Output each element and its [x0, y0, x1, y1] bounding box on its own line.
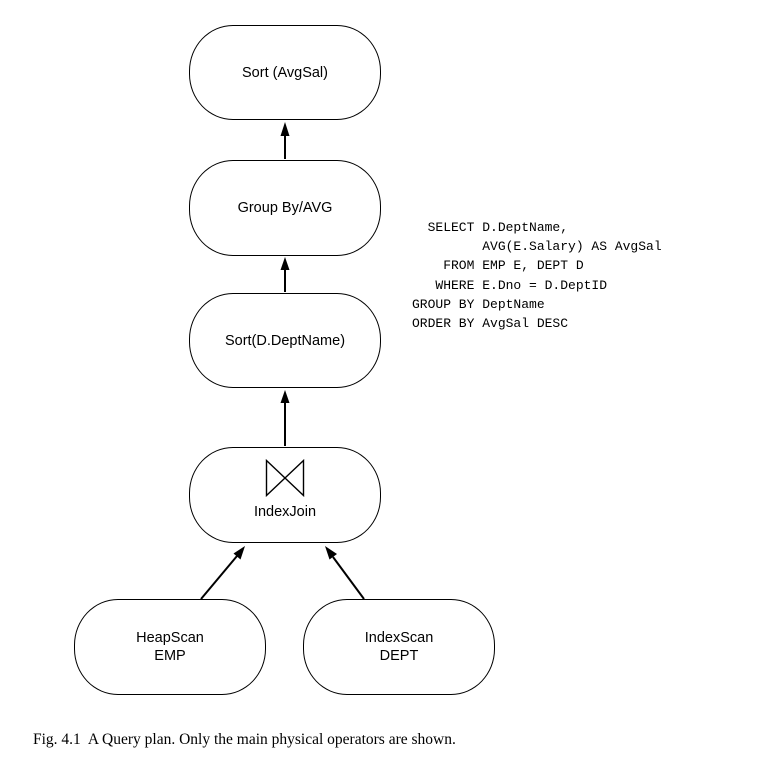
node-label-line1: IndexScan — [364, 630, 434, 646]
node-label-line1: HeapScan — [136, 630, 204, 646]
sql-line: GROUP BY DeptName — [412, 296, 545, 312]
node-label: IndexJoin — [253, 504, 317, 520]
node-label: Sort (AvgSal) — [242, 64, 328, 81]
edge-heapscan-to-indexjoin — [200, 555, 238, 600]
sql-line: ORDER BY AvgSal DESC — [412, 316, 569, 332]
caption-text: A Query plan. Only the main physical ope… — [87, 731, 456, 748]
arrowhead — [280, 122, 290, 136]
node-label-line2: EMP — [154, 648, 186, 664]
bowtie-join-icon — [265, 459, 305, 497]
node-sort-avgsal: Sort (AvgSal) — [189, 25, 381, 120]
sql-line: AVG(E.Salary) AS AvgSal — [412, 239, 662, 255]
arrowhead — [325, 546, 337, 560]
sql-line: FROM EMP E, DEPT D — [412, 258, 584, 274]
node-indexscan-dept: IndexScan DEPT — [303, 599, 495, 695]
arrowhead — [280, 390, 290, 403]
node-heapscan-emp: HeapScan EMP — [74, 599, 266, 695]
figure-number: Fig. 4.1 — [33, 731, 81, 748]
node-label-line2: DEPT — [379, 648, 419, 664]
arrowhead — [280, 257, 290, 270]
arrowhead — [233, 546, 245, 560]
sql-line: WHERE E.Dno = D.DeptID — [412, 277, 608, 293]
node-label: Sort(D.DeptName) — [224, 332, 346, 349]
edge-indexscan-to-indexjoin — [332, 556, 365, 600]
sql-query: SELECT D.DeptName, AVG(E.Salary) AS AvgS… — [412, 218, 662, 333]
node-sort-deptname: Sort(D.DeptName) — [189, 293, 381, 388]
node-label: Group By/AVG — [237, 200, 333, 216]
sql-line: SELECT D.DeptName, — [412, 220, 569, 235]
figure-caption: Fig. 4.1 A Query plan. Only the main phys… — [33, 730, 733, 750]
node-index-join: IndexJoin — [189, 447, 381, 543]
node-group-by-avg: Group By/AVG — [189, 160, 381, 256]
